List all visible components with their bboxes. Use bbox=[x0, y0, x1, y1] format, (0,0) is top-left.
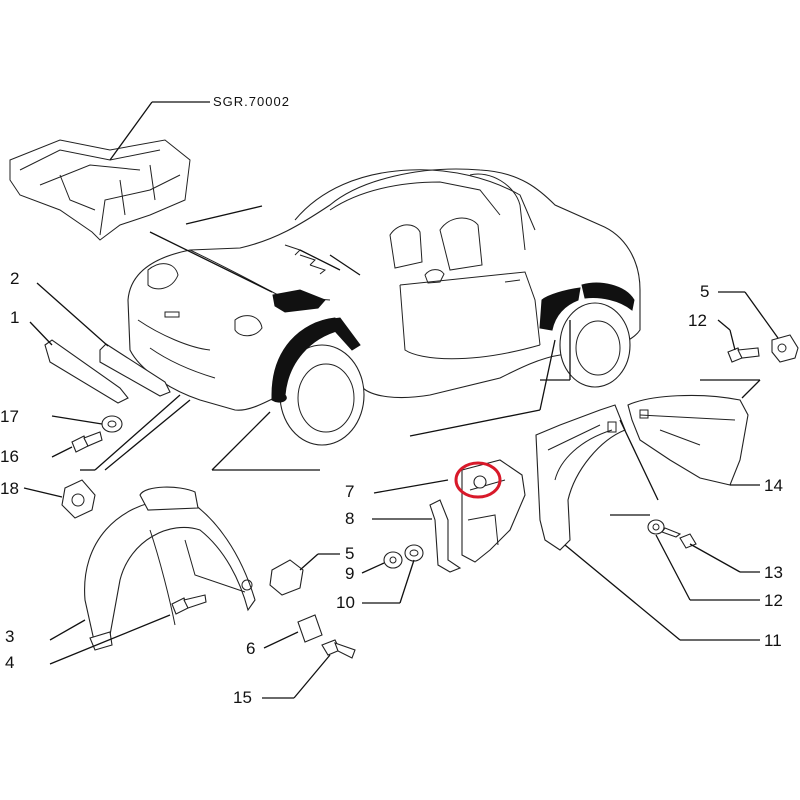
part-rear-liners bbox=[535, 379, 761, 641]
part-trims bbox=[29, 282, 191, 471]
part-bracket-center bbox=[361, 459, 526, 604]
callout-12-top: 12 bbox=[688, 311, 707, 330]
callout-13: 12 bbox=[764, 591, 783, 610]
callout-14: 14 bbox=[764, 476, 783, 495]
callout-5-left: 5 bbox=[345, 544, 354, 563]
callout-2: 2 bbox=[10, 269, 19, 288]
callout-1: 1 bbox=[10, 308, 19, 327]
part-front-liner bbox=[49, 486, 256, 665]
callout-4: 4 bbox=[5, 653, 14, 672]
callout-18: 18 bbox=[0, 479, 19, 498]
callout-15: 15 bbox=[233, 688, 252, 707]
callout-16: 16 bbox=[0, 447, 19, 466]
callout-3: 3 bbox=[5, 627, 14, 646]
callout-5-right: 5 bbox=[700, 282, 709, 301]
part-fasteners-right bbox=[647, 291, 799, 601]
part-fasteners-left bbox=[23, 415, 123, 519]
callout-9: 9 bbox=[345, 564, 354, 583]
reference-label: SGR.70002 bbox=[213, 94, 290, 109]
car-illustration bbox=[127, 168, 641, 446]
callout-6: 6 bbox=[246, 639, 255, 658]
part-clips-center bbox=[262, 553, 356, 699]
callout-10: 10 bbox=[336, 593, 355, 612]
highlight-circle bbox=[454, 461, 502, 499]
callout-11: 11 bbox=[764, 631, 782, 650]
callout-8: 8 bbox=[345, 509, 354, 528]
reference-assembly: SGR.70002 bbox=[9, 94, 290, 241]
callout-labels: 2 1 17 16 18 3 4 5 6 15 7 8 9 10 5 12 14… bbox=[0, 269, 783, 707]
callout-17: 17 bbox=[0, 407, 19, 426]
callout-7: 7 bbox=[345, 482, 354, 501]
callout-12-bottom: 13 bbox=[764, 563, 783, 582]
car-leaders bbox=[149, 205, 571, 471]
